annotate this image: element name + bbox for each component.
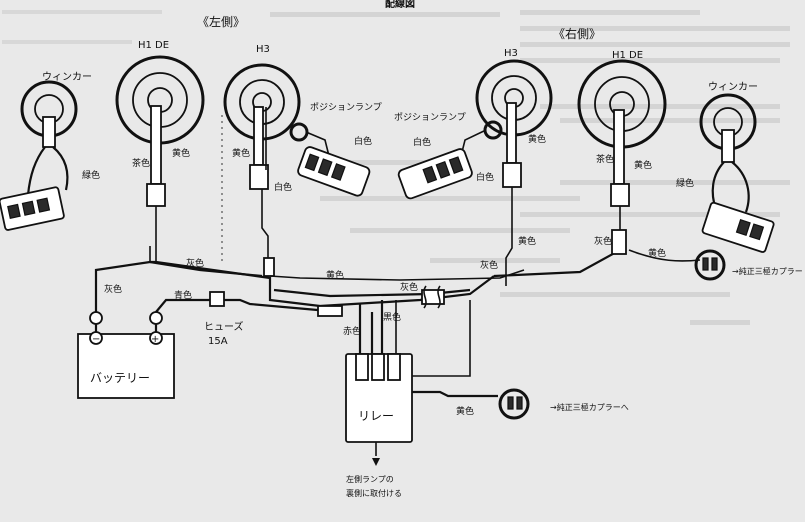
right-winker-label: ウィンカー xyxy=(708,81,758,93)
fuse-rating: 15A xyxy=(208,336,228,347)
wire-yellow-right-label: 黄色 xyxy=(518,235,536,247)
right-h1de-brown-label: 茶色 xyxy=(596,153,614,165)
wire-blue-label: 青色 xyxy=(174,289,192,301)
left-h1de-brown-label: 茶色 xyxy=(132,157,150,169)
right-h1de-yellow-label: 黄色 xyxy=(634,159,652,171)
right-h3-bulb xyxy=(475,59,553,188)
right-position-lamp-label: ポジションランプ xyxy=(394,112,466,123)
bottom-coupler-plug xyxy=(498,388,530,420)
left-winker-label: ウィンカー xyxy=(42,71,92,83)
right-position-lamp xyxy=(397,120,503,200)
right-coupler-label: →純正三極カプラー xyxy=(732,266,803,276)
left-winker-green-label: 緑色 xyxy=(82,169,100,181)
left-side-label: 《左側》 xyxy=(197,14,245,29)
right-h3-label: H3 xyxy=(504,48,518,59)
left-position-white-label: 白色 xyxy=(354,135,372,147)
right-h1de-label: H1 DE xyxy=(612,50,643,61)
right-winker-bulb xyxy=(699,93,775,253)
wire-yellow-mid-label: 黄色 xyxy=(326,269,344,281)
left-position-lamp xyxy=(289,122,371,197)
relay xyxy=(345,353,413,466)
right-h3-yellow-label: 黄色 xyxy=(528,133,546,145)
right-h1de-bulb xyxy=(577,59,667,207)
wire-gray-center-label: 灰色 xyxy=(400,281,418,293)
left-h1de-label: H1 DE xyxy=(138,40,169,51)
right-position-white-label: 白色 xyxy=(413,136,431,148)
left-h1de-yellow-label: 黄色 xyxy=(172,147,190,159)
wire-gray-right-label: 灰色 xyxy=(480,259,498,271)
fuse-label: ヒューズ xyxy=(204,320,244,333)
wire-red-label: 赤色 xyxy=(343,325,361,337)
right-coupler-plug xyxy=(694,249,726,281)
right-winker-connector xyxy=(701,201,775,253)
wire-yellow-bottom-label: 黄色 xyxy=(456,405,474,417)
section-title: 配線図 xyxy=(385,0,415,10)
bottom-coupler-label: →純正三極カプラーへ xyxy=(550,402,629,412)
right-gray-label: 灰色 xyxy=(594,235,612,247)
left-winker-bulb xyxy=(0,80,78,231)
left-h3-white-label: 白色 xyxy=(274,181,292,193)
right-winker-green-label: 緑色 xyxy=(676,177,694,189)
battery-plus: + xyxy=(151,334,159,345)
wire-black-label: 黒色 xyxy=(383,311,401,323)
wire-harness xyxy=(89,187,726,420)
left-position-lamp-label: ポジションランプ xyxy=(310,102,382,113)
left-h3-bulb xyxy=(223,63,301,190)
wire-gray-left-label: 灰色 xyxy=(104,283,122,295)
left-h1de-bulb xyxy=(115,55,205,207)
left-h3-label: H3 xyxy=(256,44,270,55)
right-side-label: 《右側》 xyxy=(553,26,601,41)
relay-note-line1: 左側ランプの xyxy=(346,474,394,484)
battery-minus: − xyxy=(92,334,100,345)
wire-gray-mid-label: 灰色 xyxy=(186,257,204,269)
battery-label: バッテリー xyxy=(90,371,150,385)
left-winker-connector xyxy=(0,186,65,231)
right-yellow-coupler-label: 黄色 xyxy=(648,247,666,259)
left-h3-yellow-label: 黄色 xyxy=(232,147,250,159)
relay-label: リレー xyxy=(358,409,394,423)
relay-note-line2: 裏側に取付ける xyxy=(346,488,402,498)
right-h3-white-label: 白色 xyxy=(476,171,494,183)
battery xyxy=(77,331,175,399)
